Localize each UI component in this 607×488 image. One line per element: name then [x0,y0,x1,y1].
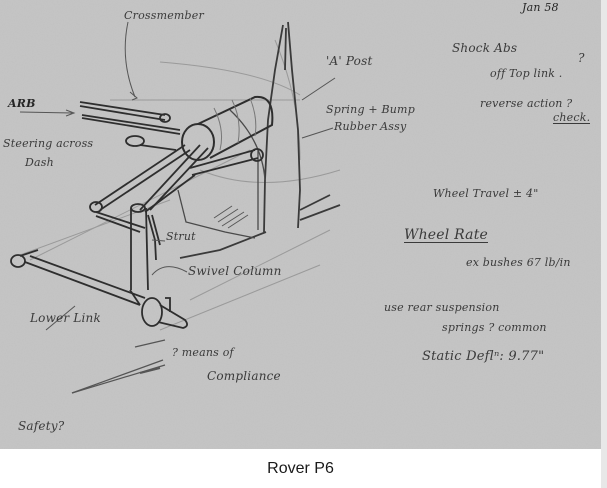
caption-bar: Rover P6 [0,449,601,488]
scan-edge [601,0,607,488]
note-rear-line2: springs ? common [442,321,547,334]
note-shock-line2: off Top link . [490,67,563,80]
label-spring-line1: Spring + Bump [326,103,415,116]
note-wheel-travel: Wheel Travel ± 4" [433,187,539,200]
note-wheel-rate-value: ex bushes 67 lb/in [466,256,571,269]
label-compliance-line2: Compliance [207,369,281,383]
note-shock-line4: check. [553,111,591,124]
hub-drawing [129,289,188,329]
body-panel-drawing [177,109,266,239]
a-post-drawing [179,21,341,259]
suspension-sketch-drawing [0,0,601,449]
note-rear-line1: use rear suspension [384,301,500,314]
top-link-drawing [189,148,264,176]
label-strut: Strut [166,230,196,243]
label-steering-line2: Dash [25,156,54,169]
leader-lines [19,21,336,331]
label-steering-line1: Steering across [3,137,94,150]
note-shock-line3: reverse action ? [480,97,573,110]
label-lower-link: Lower Link [30,311,101,325]
note-wheel-rate-title: Wheel Rate [404,227,489,243]
diagonal-struts-drawing [89,144,209,233]
label-compliance-line1: ? means of [172,346,234,359]
note-static-deflection: Static Deflⁿ: 9.77" [422,349,545,364]
label-swivel-column: Swivel Column [188,264,282,278]
label-arb: ARB [8,97,36,110]
sketch-scan: Crossmember ARB Steering across Dash 'A'… [0,0,601,449]
note-shock-question: ? [578,51,585,65]
arb-rods-drawing [79,101,181,151]
label-a-post: 'A' Post [326,54,373,68]
label-spring-line2: Rubber Assy [334,120,407,133]
label-crossmember: Crossmember [124,9,204,22]
label-safety: Safety? [18,419,65,433]
note-shock-line1: Shock Abs [452,41,518,55]
compliance-arrow-drawing [71,339,166,394]
lower-link-drawing [10,249,146,306]
date-note: Jan 58 [522,1,559,14]
figure-caption: Rover P6 [267,459,334,477]
hatching [213,205,249,229]
